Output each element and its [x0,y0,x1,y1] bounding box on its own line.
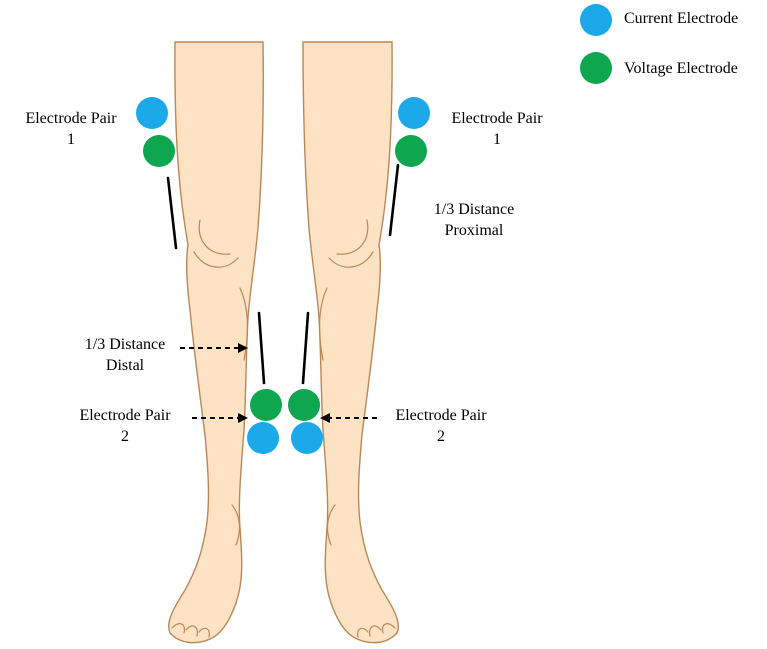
proximal-marker-right [390,165,398,235]
current-electrode-left-pair1 [136,97,168,129]
distal-marker-right [303,313,308,383]
label-distal: 1/3 Distance Distal [75,334,175,376]
label-pair2-right: Electrode Pair 2 [384,405,498,447]
voltage-electrode-left-pair1 [143,135,175,167]
label-pair2-left-line1: Electrode Pair [68,405,182,426]
label-pair1-left: Electrode Pair 1 [14,108,128,150]
label-pair1-left-line2: 1 [14,129,128,150]
left-leg-shape [169,42,264,643]
label-pair1-left-line1: Electrode Pair [14,108,128,129]
voltage-electrode-right-pair2 [288,389,320,421]
legend-voltage-label: Voltage Electrode [624,58,738,79]
legend-current-swatch [580,4,612,36]
current-electrode-right-pair2 [291,422,323,454]
label-pair2-left-line2: 2 [68,426,182,447]
label-pair2-right-line2: 2 [384,426,498,447]
label-proximal: 1/3 Distance Proximal [424,199,524,241]
current-electrode-right-pair1 [398,97,430,129]
label-pair2-right-line1: Electrode Pair [384,405,498,426]
proximal-marker-left [168,178,176,248]
label-proximal-line1: 1/3 Distance [424,199,524,220]
label-proximal-line2: Proximal [424,220,524,241]
label-pair1-right: Electrode Pair 1 [440,108,554,150]
label-distal-line1: 1/3 Distance [75,334,175,355]
legend-current-label: Current Electrode [624,8,738,29]
legend-current-text: Current Electrode [624,8,738,29]
label-distal-line2: Distal [75,355,175,376]
legend-voltage-swatch [580,52,612,84]
label-pair1-right-line2: 1 [440,129,554,150]
distal-marker-left [259,313,264,383]
label-pair2-left: Electrode Pair 2 [68,405,182,447]
voltage-electrode-right-pair1 [395,135,427,167]
voltage-electrode-left-pair2 [250,389,282,421]
label-pair1-right-line1: Electrode Pair [440,108,554,129]
legend-voltage-text: Voltage Electrode [624,58,738,79]
left-leg [169,42,264,643]
current-electrode-left-pair2 [247,422,279,454]
right-leg-shape [303,42,398,643]
right-leg [303,42,398,643]
